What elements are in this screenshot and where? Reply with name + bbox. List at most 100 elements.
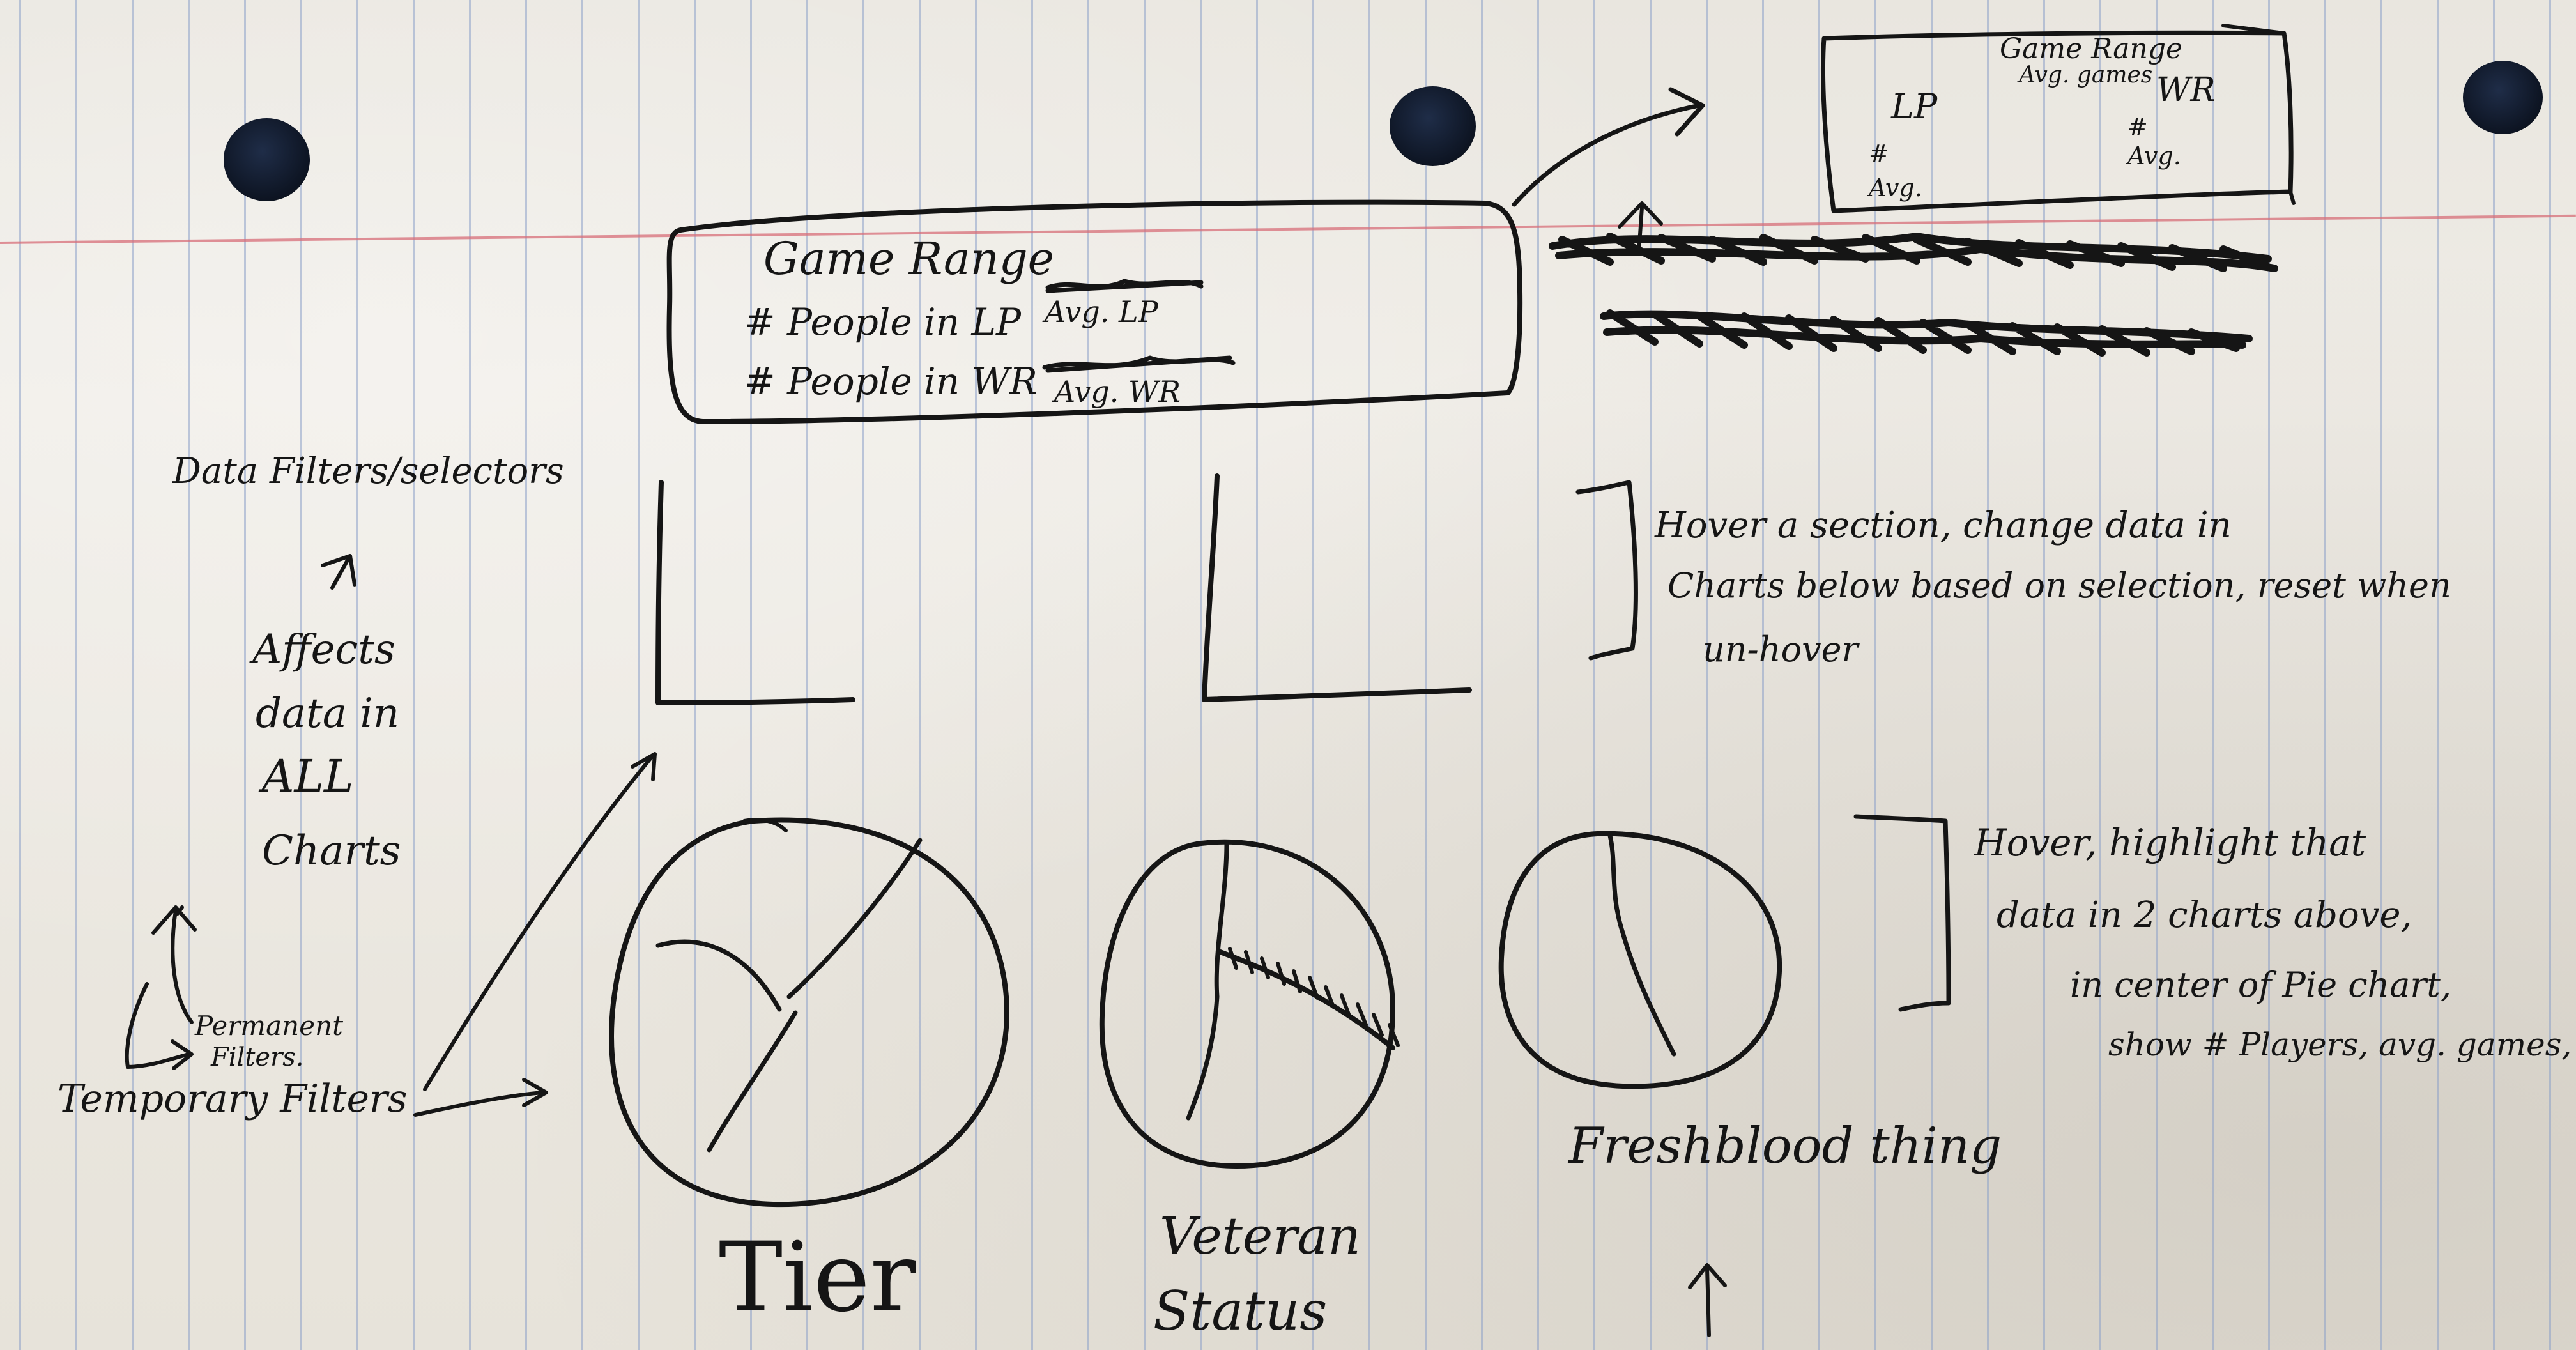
rule-line bbox=[413, 0, 415, 1350]
top-box-row1-label: # People in LP bbox=[744, 300, 1022, 344]
top-box-row2-value: Avg. WR bbox=[1054, 374, 1181, 409]
rule-line bbox=[2324, 0, 2326, 1350]
rule-line bbox=[750, 0, 752, 1350]
rule-line bbox=[525, 0, 527, 1350]
rule-line bbox=[2099, 0, 2101, 1350]
rule-line bbox=[1931, 0, 1933, 1350]
top-box-row2-label: # People in WR bbox=[744, 360, 1038, 403]
corner-box-wr-hash: # bbox=[2128, 113, 2148, 141]
filters-title: Data Filters/selectors bbox=[172, 450, 564, 492]
rule-line bbox=[862, 0, 864, 1350]
pie-slice-hatch bbox=[1228, 947, 1400, 1047]
rule-line bbox=[1256, 0, 1258, 1350]
arrow-temp-to-bars bbox=[423, 755, 654, 1091]
bracket-bar-note bbox=[1575, 480, 1638, 661]
arrow-temp-to-pies bbox=[413, 1091, 545, 1117]
pie-slice-line bbox=[1607, 833, 1676, 1057]
pie-slice-line bbox=[1186, 841, 1229, 1121]
rule-line bbox=[1987, 0, 1989, 1350]
rule-line bbox=[1537, 0, 1539, 1350]
rule-line bbox=[1762, 0, 1764, 1350]
rule-line bbox=[469, 0, 471, 1350]
affects-line2: data in bbox=[256, 690, 400, 737]
rule-line bbox=[2549, 0, 2551, 1350]
rule-line bbox=[1481, 0, 1483, 1350]
arrow-to-corner-box bbox=[1512, 103, 1702, 207]
rule-line bbox=[1031, 0, 1033, 1350]
label-veteran-line2: Status bbox=[1153, 1280, 1328, 1342]
rule-line bbox=[1368, 0, 1370, 1350]
rule-line bbox=[188, 0, 190, 1350]
affects-line1: Affects bbox=[252, 626, 395, 673]
rule-line bbox=[244, 0, 246, 1350]
bar-note-line2: Charts below based on selection, reset w… bbox=[1667, 565, 2451, 606]
top-summary-box bbox=[666, 199, 1523, 424]
pie-chart-tier bbox=[609, 817, 1009, 1208]
scribble bbox=[1042, 355, 1236, 373]
corner-box-tick bbox=[2221, 24, 2296, 205]
corner-box-lp-hash: # bbox=[1869, 140, 1889, 168]
pie-slice-line bbox=[742, 818, 788, 832]
rule-line bbox=[1425, 0, 1427, 1350]
pie-slice-hatched bbox=[1218, 949, 1395, 1050]
pie-note-line2: data in 2 charts above, bbox=[1997, 894, 2412, 936]
arrow-up-filters bbox=[321, 554, 356, 590]
rule-line bbox=[694, 0, 696, 1350]
rule-line bbox=[919, 0, 921, 1350]
arrow-affects-up bbox=[176, 905, 184, 916]
rule-line bbox=[1312, 0, 1314, 1350]
scribble bbox=[1045, 279, 1204, 293]
pie-chart-veteran bbox=[1099, 839, 1395, 1169]
scribbled-line bbox=[1549, 233, 2278, 272]
permanent-line2: Filters. bbox=[211, 1043, 304, 1072]
rule-line bbox=[1650, 0, 1652, 1350]
label-tier: Tier bbox=[719, 1222, 916, 1333]
top-box-row1-value: Avg. LP bbox=[1045, 295, 1158, 329]
rule-line bbox=[806, 0, 808, 1350]
rule-line bbox=[2043, 0, 2045, 1350]
rule-line bbox=[1706, 0, 1708, 1350]
bar-note-line3: un-hover bbox=[1703, 629, 1859, 670]
rule-line bbox=[2212, 0, 2214, 1350]
pie-chart-freshblood bbox=[1498, 831, 1782, 1089]
rule-line bbox=[2268, 0, 2270, 1350]
pie-note-line1: Hover, highlight that bbox=[1974, 821, 2366, 864]
top-box-title: Game Range bbox=[763, 233, 1055, 285]
rule-line bbox=[1087, 0, 1089, 1350]
pie-slice-line bbox=[707, 1010, 798, 1153]
rule-line bbox=[975, 0, 977, 1350]
rule-line bbox=[1200, 0, 1202, 1350]
arrow-up-freshblood bbox=[1688, 1263, 1727, 1337]
arrowhead bbox=[1668, 87, 1705, 137]
temporary-filters: Temporary Filters bbox=[57, 1077, 408, 1121]
corner-box-wr: WR bbox=[2156, 71, 2216, 109]
corner-box-title: Game Range bbox=[2000, 33, 2183, 65]
rule-line bbox=[300, 0, 302, 1350]
rule-line bbox=[2380, 0, 2382, 1350]
binder-hole bbox=[2463, 61, 2543, 134]
corner-box-lp: LP bbox=[1891, 86, 1938, 127]
rule-line bbox=[2493, 0, 2495, 1350]
corner-box-wr-avg: Avg. bbox=[2128, 142, 2181, 170]
arrowhead bbox=[631, 752, 657, 781]
affects-line3: ALL bbox=[262, 750, 354, 802]
pie-slice-line bbox=[656, 939, 782, 1012]
rule-line bbox=[356, 0, 358, 1350]
arrowhead bbox=[522, 1078, 548, 1107]
pie-note-line3: in center of Pie chart, bbox=[2070, 965, 2452, 1005]
rule-line bbox=[1593, 0, 1595, 1350]
affects-line4: Charts bbox=[262, 827, 401, 875]
rule-line bbox=[19, 0, 21, 1350]
rule-line bbox=[132, 0, 134, 1350]
arrow-up-corner bbox=[1618, 201, 1663, 254]
binder-hole bbox=[224, 118, 310, 201]
pie-note-line4: show # Players, avg. games, bbox=[2108, 1026, 2572, 1063]
label-veteran-line1: Veteran bbox=[1160, 1206, 1361, 1266]
bar-chart-axes-2 bbox=[1202, 473, 1472, 702]
corner-box-subtitle: Avg. games bbox=[2019, 62, 2153, 88]
rule-line bbox=[638, 0, 640, 1350]
rule-line bbox=[2156, 0, 2158, 1350]
binder-hole bbox=[1390, 86, 1476, 166]
